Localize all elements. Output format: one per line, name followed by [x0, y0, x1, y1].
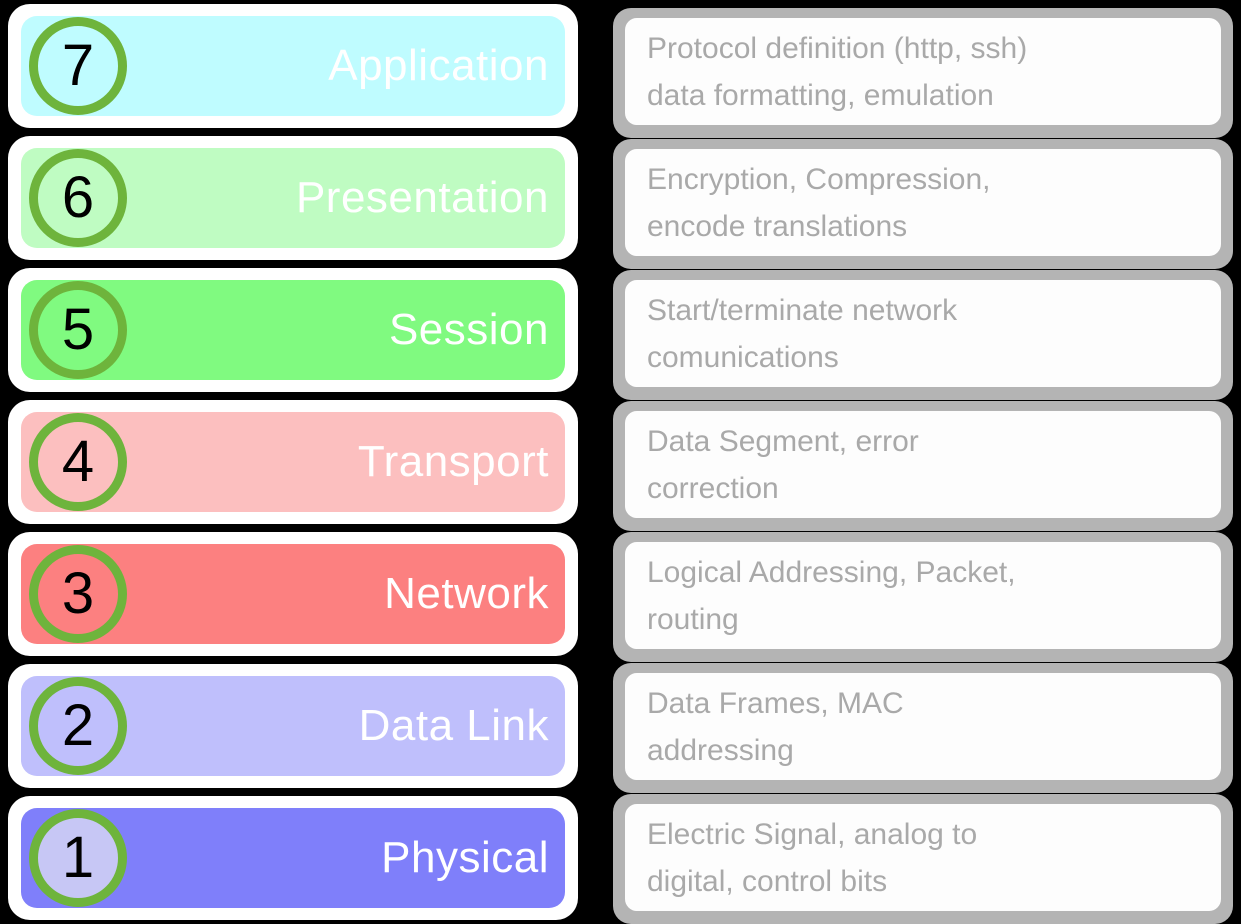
- description-line-1: Encryption, Compression,: [647, 162, 991, 196]
- description-box: Logical Addressing, Packet, routing: [625, 542, 1221, 649]
- layer-number: 4: [61, 429, 95, 494]
- layer-name-label: Physical: [381, 833, 549, 882]
- layer-row-transport: 4 Transport: [8, 400, 578, 524]
- layer-description: Data Frames, MAC addressing: [647, 680, 1221, 774]
- description-panel-session: Start/terminate network comunications: [613, 270, 1233, 400]
- layer-number: 2: [61, 693, 95, 758]
- layer-bar-presentation: 6 Presentation: [21, 148, 565, 248]
- layer-bar-data-link: 2 Data Link: [21, 676, 565, 776]
- description-panel-application: Protocol definition (http, ssh) data for…: [613, 8, 1233, 138]
- layer-name-label: Data Link: [358, 701, 549, 750]
- layer-name-label: Transport: [357, 437, 549, 486]
- layer-number: 3: [61, 561, 95, 626]
- description-line-2: routing: [647, 602, 739, 636]
- layer-bar-application: 7 Application: [21, 16, 565, 116]
- layer-number-badge-4: 4: [29, 413, 127, 511]
- description-box: Data Frames, MAC addressing: [625, 673, 1221, 780]
- descriptions-column: Protocol definition (http, ssh) data for…: [613, 8, 1233, 924]
- description-line-2: encode translations: [647, 209, 908, 243]
- layer-number: 1: [61, 825, 95, 890]
- layer-description: Electric Signal, analog to digital, cont…: [647, 811, 1221, 905]
- layer-name-label: Network: [384, 569, 549, 618]
- description-panel-network: Logical Addressing, Packet, routing: [613, 532, 1233, 662]
- description-line-2: comunications: [647, 340, 839, 374]
- description-panel-data-link: Data Frames, MAC addressing: [613, 663, 1233, 793]
- description-box: Electric Signal, analog to digital, cont…: [625, 804, 1221, 911]
- layer-row-network: 3 Network: [8, 532, 578, 656]
- layer-number: 5: [61, 297, 95, 362]
- description-line-1: Protocol definition (http, ssh): [647, 31, 1028, 65]
- description-line-2: addressing: [647, 733, 794, 767]
- layer-name-label: Application: [328, 41, 549, 90]
- layers-column: 7 Application 6 Presentation 5 Session: [8, 4, 578, 920]
- layer-row-physical: 1 Physical: [8, 796, 578, 920]
- layer-number-badge-2: 2: [29, 677, 127, 775]
- layer-description: Start/terminate network comunications: [647, 287, 1221, 381]
- layer-row-application: 7 Application: [8, 4, 578, 128]
- layer-row-session: 5 Session: [8, 268, 578, 392]
- layer-number-badge-6: 6: [29, 149, 127, 247]
- description-line-2: digital, control bits: [647, 864, 888, 898]
- layer-number-badge-3: 3: [29, 545, 127, 643]
- layer-number-badge-7: 7: [29, 17, 127, 115]
- description-line-1: Logical Addressing, Packet,: [647, 555, 1016, 589]
- layer-description: Data Segment, error correction: [647, 418, 1221, 512]
- description-panel-presentation: Encryption, Compression, encode translat…: [613, 139, 1233, 269]
- description-line-2: correction: [647, 471, 779, 505]
- layer-number-badge-5: 5: [29, 281, 127, 379]
- description-line-1: Start/terminate network: [647, 293, 958, 327]
- layer-name-label: Session: [388, 305, 549, 354]
- layer-row-presentation: 6 Presentation: [8, 136, 578, 260]
- description-line-2: data formatting, emulation: [647, 78, 994, 112]
- description-box: Data Segment, error correction: [625, 411, 1221, 518]
- layer-description: Logical Addressing, Packet, routing: [647, 549, 1221, 643]
- description-line-1: Electric Signal, analog to: [647, 817, 978, 851]
- description-box: Encryption, Compression, encode translat…: [625, 149, 1221, 256]
- layer-number: 6: [61, 165, 95, 230]
- layer-name-label: Presentation: [295, 173, 549, 222]
- description-panel-physical: Electric Signal, analog to digital, cont…: [613, 794, 1233, 924]
- description-box: Start/terminate network comunications: [625, 280, 1221, 387]
- layer-number-badge-1: 1: [29, 809, 127, 907]
- layer-bar-network: 3 Network: [21, 544, 565, 644]
- description-panel-transport: Data Segment, error correction: [613, 401, 1233, 531]
- description-box: Protocol definition (http, ssh) data for…: [625, 18, 1221, 125]
- layer-row-data-link: 2 Data Link: [8, 664, 578, 788]
- description-line-1: Data Segment, error: [647, 424, 919, 458]
- layer-bar-physical: 1 Physical: [21, 808, 565, 908]
- layer-description: Protocol definition (http, ssh) data for…: [647, 25, 1221, 119]
- layer-description: Encryption, Compression, encode translat…: [647, 156, 1221, 250]
- description-line-1: Data Frames, MAC: [647, 686, 904, 720]
- layer-bar-transport: 4 Transport: [21, 412, 565, 512]
- layer-number: 7: [61, 33, 95, 98]
- layer-bar-session: 5 Session: [21, 280, 565, 380]
